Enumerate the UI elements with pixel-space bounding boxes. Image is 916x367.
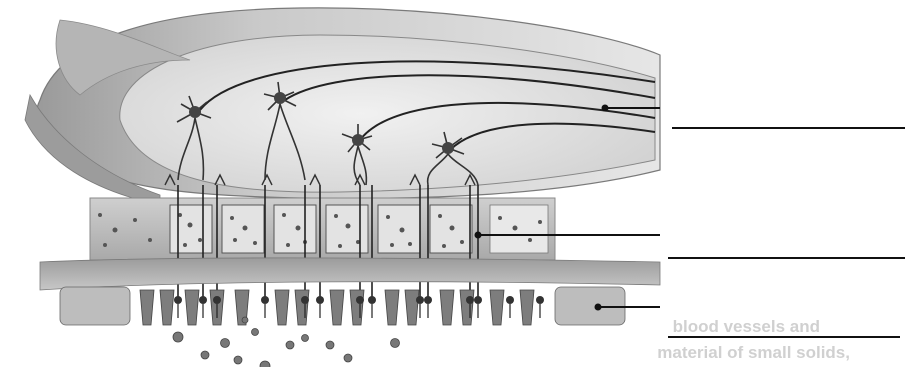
receptor-cells: [60, 287, 625, 325]
cribriform-plate: [90, 198, 555, 260]
bone-blocks: [170, 205, 548, 253]
bleed-through-text-line2: material of small solids,: [657, 343, 850, 362]
mucous-membrane: [40, 258, 660, 290]
bleed-through-text-line1: blood vessels and: [673, 317, 820, 336]
answer-lines: [668, 128, 905, 337]
